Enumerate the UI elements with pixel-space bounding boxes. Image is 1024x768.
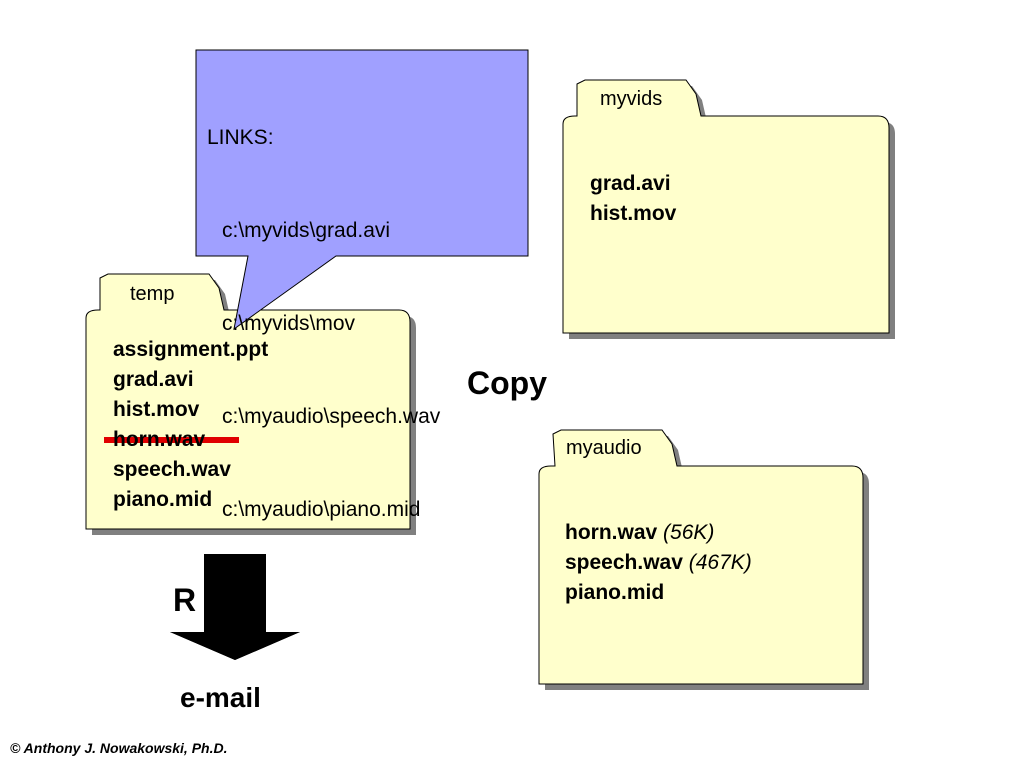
file-name: horn.wav <box>565 521 658 544</box>
file-item[interactable]: grad.avi <box>113 368 194 391</box>
copyright-footer: © Anthony J. Nowakowski, Ph.D. <box>10 740 228 756</box>
links-callout <box>195 49 529 331</box>
email-label: e-mail <box>180 682 261 713</box>
myaudio-file-list: horn.wav (56K) speech.wav (467K) piano.m… <box>565 518 752 608</box>
file-size: (56K) <box>663 521 715 544</box>
file-item[interactable]: hist.mov <box>590 202 677 225</box>
file-item[interactable]: hist.mov <box>113 398 200 421</box>
file-item-deleted[interactable]: horn.wav <box>113 428 206 451</box>
callout-link-4: c:\myaudio\piano.mid <box>222 498 421 521</box>
callout-heading: LINKS: <box>207 126 274 149</box>
copy-label: Copy <box>467 365 547 401</box>
file-item[interactable]: speech.wav (467K) <box>565 548 752 578</box>
myaudio-folder-label: myaudio <box>566 437 642 459</box>
file-item[interactable]: piano.mid <box>565 578 752 608</box>
file-item[interactable]: piano.mid <box>113 488 213 511</box>
temp-file-list: assignment.ppt grad.avi hist.mov horn.wa… <box>113 335 268 515</box>
file-item[interactable]: assignment.ppt <box>113 338 269 361</box>
r-label: R <box>173 582 197 618</box>
file-name: speech.wav <box>565 551 683 574</box>
myvids-file-list: grad.avi hist.mov <box>590 169 676 229</box>
down-arrow-front <box>170 554 300 660</box>
temp-folder[interactable] <box>85 273 411 530</box>
file-size: (467K) <box>688 551 752 574</box>
callout-link-2: c:\myvids\mov <box>222 312 356 335</box>
file-name: piano.mid <box>565 581 665 604</box>
callout-link-1: c:\myvids\grad.avi <box>222 219 391 242</box>
file-item[interactable]: horn.wav (56K) <box>565 518 752 548</box>
myvids-folder-label: myvids <box>600 88 663 110</box>
temp-folder-label: temp <box>130 283 175 305</box>
myaudio-folder[interactable] <box>538 429 864 685</box>
callout-link-3: c:\myaudio\speech.wav <box>222 405 441 428</box>
myvids-folder[interactable] <box>562 79 890 334</box>
callout-content: LINKS: c:\myvids\grad.avi c:\myvids\mov … <box>207 60 440 556</box>
file-item[interactable]: grad.avi <box>590 172 671 195</box>
file-item[interactable]: speech.wav <box>113 458 231 481</box>
